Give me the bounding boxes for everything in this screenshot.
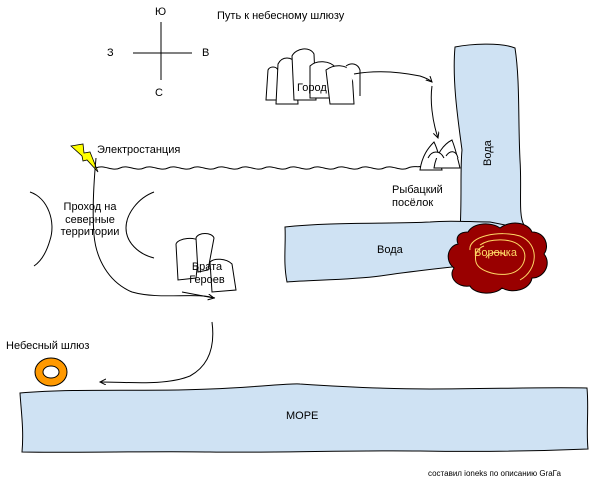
hero-gate-label: Врата Героев xyxy=(189,261,225,286)
sea-water xyxy=(19,383,589,453)
hero-gate-icon xyxy=(175,233,237,293)
credit-label: составил ioneks по описанию GraГа xyxy=(428,469,561,478)
funnel xyxy=(447,222,548,294)
compass-cross xyxy=(133,22,192,80)
funnel-label: Воронка xyxy=(474,247,517,259)
city-label: Город xyxy=(297,82,327,94)
wavy-path xyxy=(95,165,423,170)
north-pass-right-arc xyxy=(125,191,155,259)
village-arrow xyxy=(430,85,438,138)
compass-south-label: С xyxy=(155,87,163,99)
sky-gate-ring xyxy=(34,357,68,387)
north-pass-left-arc xyxy=(29,191,53,267)
compass-north-label: Ю xyxy=(155,6,167,18)
map-title: Путь к небесному шлюзу xyxy=(217,10,345,22)
fishing-village-label: Рыбацкий посёлок xyxy=(392,184,443,209)
lightning-icon xyxy=(70,143,99,173)
city-arrow xyxy=(353,71,432,82)
river-label: Вода xyxy=(482,140,494,166)
fishing-village-icon xyxy=(419,139,461,171)
compass-east-label: В xyxy=(202,47,210,59)
river-water xyxy=(453,43,525,231)
sea-label: МОРЕ xyxy=(286,410,319,422)
sky-gate-arrow xyxy=(100,321,214,383)
power-line xyxy=(92,157,216,299)
city-icon xyxy=(265,48,361,105)
compass-west-label: З xyxy=(107,47,114,59)
power-station-label: Электростанция xyxy=(97,144,181,156)
sky-gate-label: Небесный шлюз xyxy=(6,340,90,352)
north-pass-label: Проход на северные территории xyxy=(60,201,120,239)
lake-label: Вода xyxy=(377,244,403,256)
